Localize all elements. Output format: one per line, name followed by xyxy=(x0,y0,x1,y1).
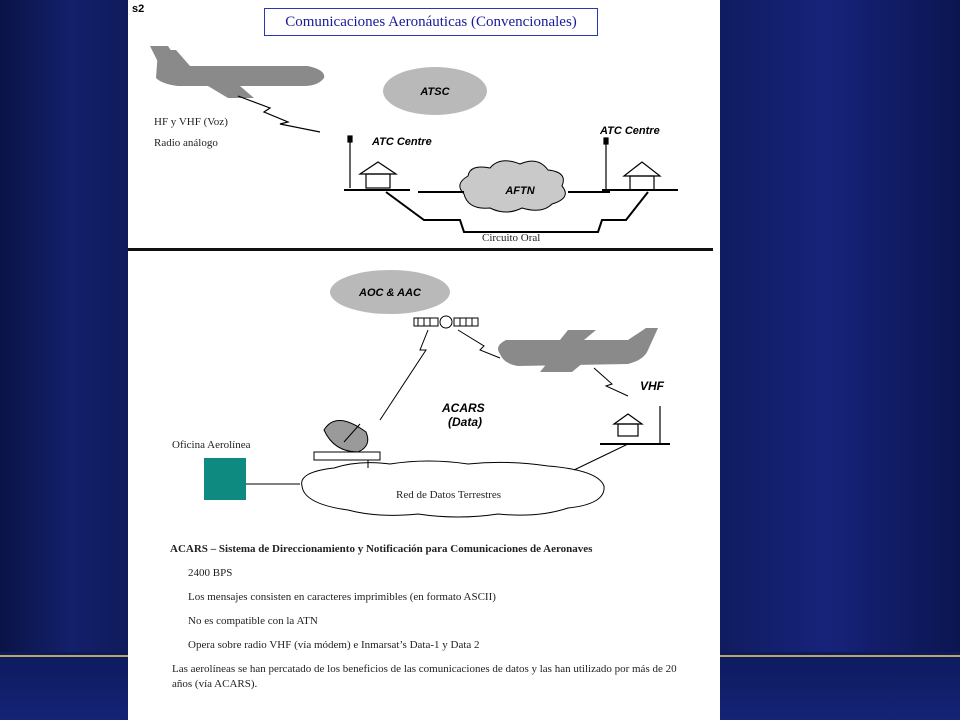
satellite-icon xyxy=(413,315,479,329)
acars-bullet: Opera sobre radio VHF (vía módem) e Inma… xyxy=(188,639,480,651)
aftn-label: AFTN xyxy=(504,185,535,197)
atc-centre-left-label: ATC Centre xyxy=(371,136,432,148)
red-label: Red de Datos Terrestres xyxy=(396,489,502,501)
airplane-icon-top xyxy=(150,46,325,98)
acars-data-label: (Data) xyxy=(448,415,482,429)
section-divider xyxy=(128,248,713,251)
atc-centre-right-label: ATC Centre xyxy=(599,125,660,137)
diagram: ATSC ATC Centre ATC Centre AFTN AOC & AA… xyxy=(150,46,678,518)
circuito-label: Circuito Oral xyxy=(482,232,541,244)
satellite-link-left xyxy=(379,329,429,421)
atsc-label: ATSC xyxy=(419,86,450,98)
aoc-ellipse xyxy=(330,270,450,314)
acars-diagram-label: ACARS xyxy=(441,401,485,415)
radio-label: Radio análogo xyxy=(154,137,218,149)
oficina-label: Oficina Aerolínea xyxy=(172,439,251,451)
slide-tag: s2 xyxy=(132,3,145,15)
airplane-icon-bottom xyxy=(498,328,658,372)
office-box xyxy=(204,458,246,500)
satellite-link-right xyxy=(457,329,501,359)
vhf-link xyxy=(593,367,629,397)
acars-bullet: Los mensajes consisten en caracteres imp… xyxy=(188,591,496,603)
atsc-ellipse xyxy=(383,67,487,115)
vhf-label: VHF xyxy=(640,379,665,393)
aoc-label: AOC & AAC xyxy=(358,287,422,299)
atc-tower-icon-left xyxy=(344,135,410,191)
radio-link-icon xyxy=(237,95,321,133)
circuito-lines xyxy=(385,191,649,233)
acars-paragraph: Las aerolíneas se han percatado de los b… xyxy=(172,663,677,690)
acars-heading: ACARS – Sistema de Direccionamiento y No… xyxy=(170,543,593,555)
background-right-panel xyxy=(720,0,960,720)
slide-title: Comunicaciones Aeronáuticas (Convenciona… xyxy=(264,8,598,36)
acars-bullet: 2400 BPS xyxy=(188,567,233,579)
ground-network-cloud xyxy=(301,460,605,518)
satellite-dish-icon xyxy=(313,420,381,461)
background-left-panel xyxy=(0,0,128,720)
station-link xyxy=(573,443,629,471)
aftn-cloud xyxy=(459,160,566,213)
vhf-station-icon xyxy=(600,406,670,445)
slide-canvas: s2 Comunicaciones Aeronáuticas (Convenci… xyxy=(128,0,720,720)
atc-tower-icon-right xyxy=(602,137,678,191)
hf-vhf-label: HF y VHF (Voz) xyxy=(154,116,228,128)
acars-bullet: No es compatible con la ATN xyxy=(188,615,318,627)
